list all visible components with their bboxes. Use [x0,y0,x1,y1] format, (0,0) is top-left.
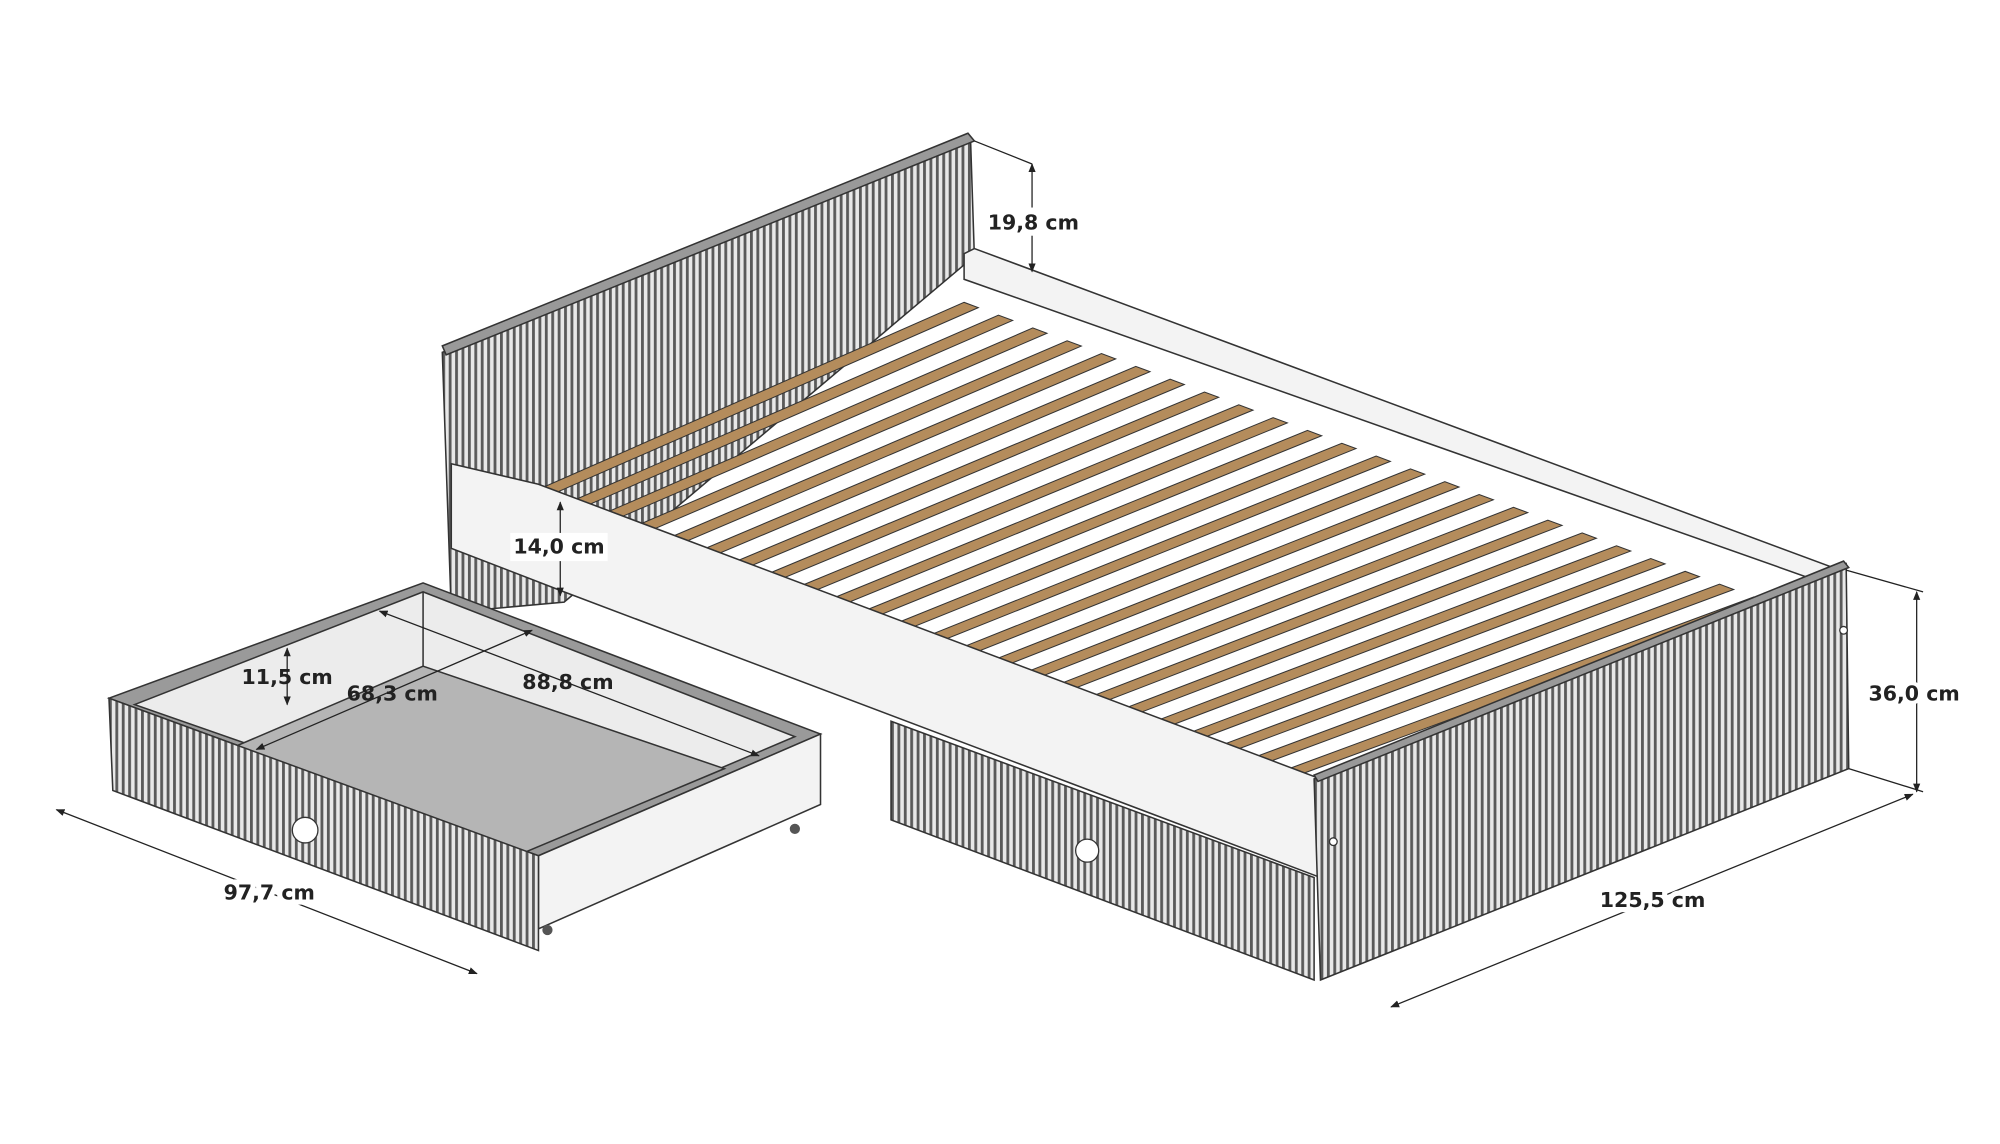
bolt-icon [1328,837,1338,847]
footboard-top-edge [1312,560,1850,783]
under-bed-drawer-front[interactable] [890,720,1315,982]
label-bed-width: 125,5 cm [1600,888,1706,912]
label-headboard-height: 19,8 cm [988,210,1079,234]
slats [537,301,1770,777]
label-drawer-length: 97,7 cm [224,880,315,904]
label-drawer-inner-height: 11,5 cm [242,665,333,689]
bolt-icon [1839,625,1849,635]
label-drawer-inner-width: 68,3 cm [347,682,438,706]
footboard [1313,562,1850,982]
drawer-knob[interactable] [291,816,319,844]
label-bed-height: 36,0 cm [1868,682,1959,706]
label-rail-height: 14,0 cm [513,534,604,558]
under-bed-drawer-knob[interactable] [1075,838,1100,863]
caster-wheel-icon [542,924,553,936]
caster-wheel-icon [789,823,800,834]
label-drawer-inner-depth: 88,8 cm [522,670,613,694]
